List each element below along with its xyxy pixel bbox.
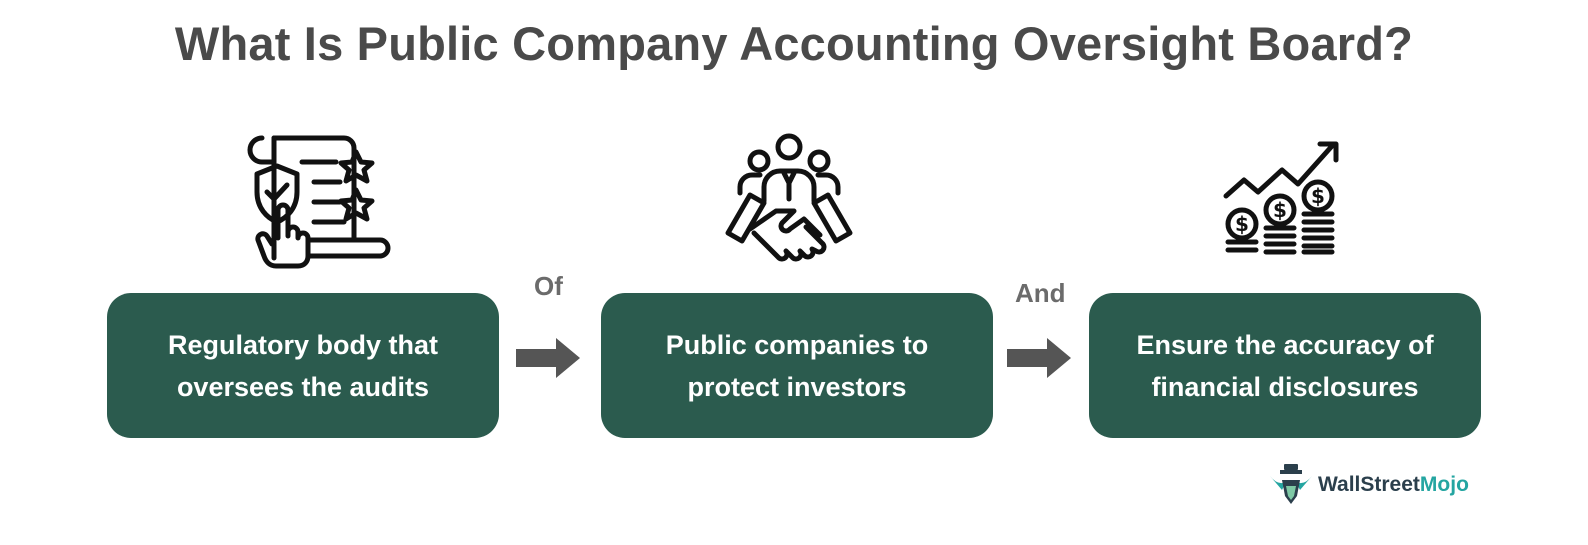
- bull-logo-icon: [1270, 464, 1312, 504]
- step-text-1: Regulatory body that oversees the audits: [167, 329, 438, 402]
- certificate-shield-icon: [244, 132, 394, 272]
- step-text-2: Public companies to protect investors: [665, 329, 929, 402]
- page-title: What Is Public Company Accounting Oversi…: [174, 17, 1414, 70]
- step-box-3: Ensure the accuracy of financial disclos…: [1089, 293, 1481, 438]
- wallstreetmojo-logo: WallStreetMojo: [1268, 462, 1469, 508]
- step-box-2: Public companies to protect investors: [601, 293, 993, 438]
- connector-label-and: And: [1015, 278, 1066, 308]
- connector-label-of: Of: [534, 271, 563, 301]
- svg-text:$: $: [1235, 212, 1249, 236]
- arrow-right-icon: [1007, 338, 1071, 383]
- money-growth-icon: $ $ $: [1220, 138, 1345, 258]
- step-text-3: Ensure the accuracy of financial disclos…: [1136, 329, 1434, 402]
- svg-text:$: $: [1273, 198, 1287, 222]
- logo-text-wallstreet: WallStreet: [1318, 473, 1420, 496]
- step-box-1: Regulatory body that oversees the audits: [107, 293, 499, 438]
- arrow-right-icon: [516, 338, 580, 383]
- svg-text:$: $: [1311, 184, 1325, 208]
- handshake-team-icon: [724, 133, 854, 268]
- logo-text-mojo: Mojo: [1419, 473, 1469, 496]
